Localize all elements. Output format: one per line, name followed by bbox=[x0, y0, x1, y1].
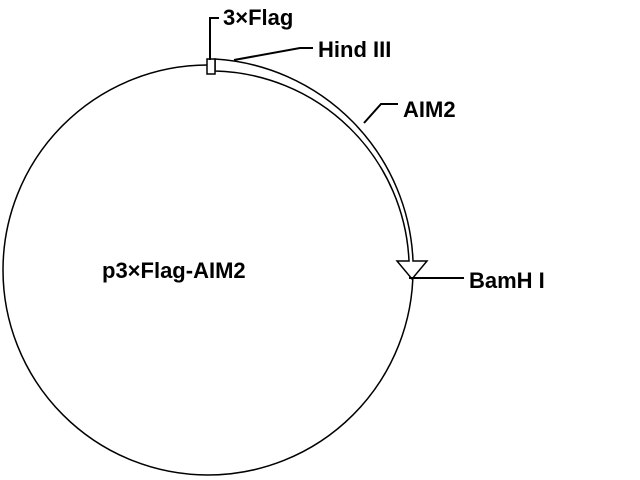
aim2-insert-arrow bbox=[214, 58, 429, 281]
aim2-insert-label: AIM2 bbox=[403, 97, 456, 122]
hindiii-site-label: Hind III bbox=[318, 37, 391, 62]
hindiii-leader-line bbox=[233, 47, 313, 61]
flag-tag-label: 3×Flag bbox=[223, 5, 293, 30]
bamhi-site-label: BamH I bbox=[469, 268, 545, 293]
aim2-leader-line bbox=[363, 103, 398, 124]
flag-leader-line bbox=[209, 17, 219, 60]
flag-tag-box bbox=[206, 58, 216, 75]
plasmid-name-label: p3×Flag-AIM2 bbox=[102, 258, 246, 283]
